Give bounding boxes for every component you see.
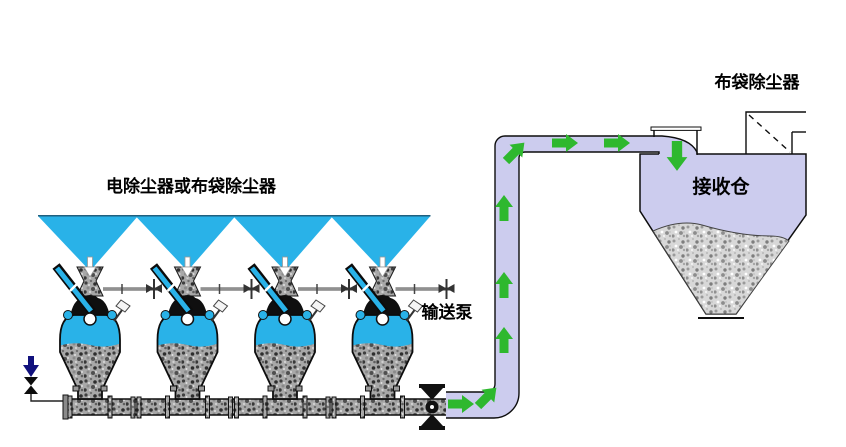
receiving-silo [639,111,807,319]
silo-material [652,222,790,315]
drain-line [30,393,66,402]
outlet-valve-icon [419,384,445,430]
drain-valve-icon [24,377,38,394]
label-receiving-bin: 接收仓 [692,175,750,198]
drain-branch [23,356,66,402]
bag-filter-vent [745,111,806,154]
label-bag-dust-collector: 布袋除尘器 [715,72,801,92]
silo-inlet-flange [650,126,702,154]
pump-unit-2 [136,216,260,418]
label-dust-collectors: 电除尘器或布袋除尘器 [106,176,277,196]
pump-unit-1 [38,216,162,418]
pipe-end-cap [62,394,69,420]
drain-arrow-icon [23,356,39,377]
pump-unit-3 [233,216,357,418]
label-transfer-pump: 输送泵 [422,302,473,322]
